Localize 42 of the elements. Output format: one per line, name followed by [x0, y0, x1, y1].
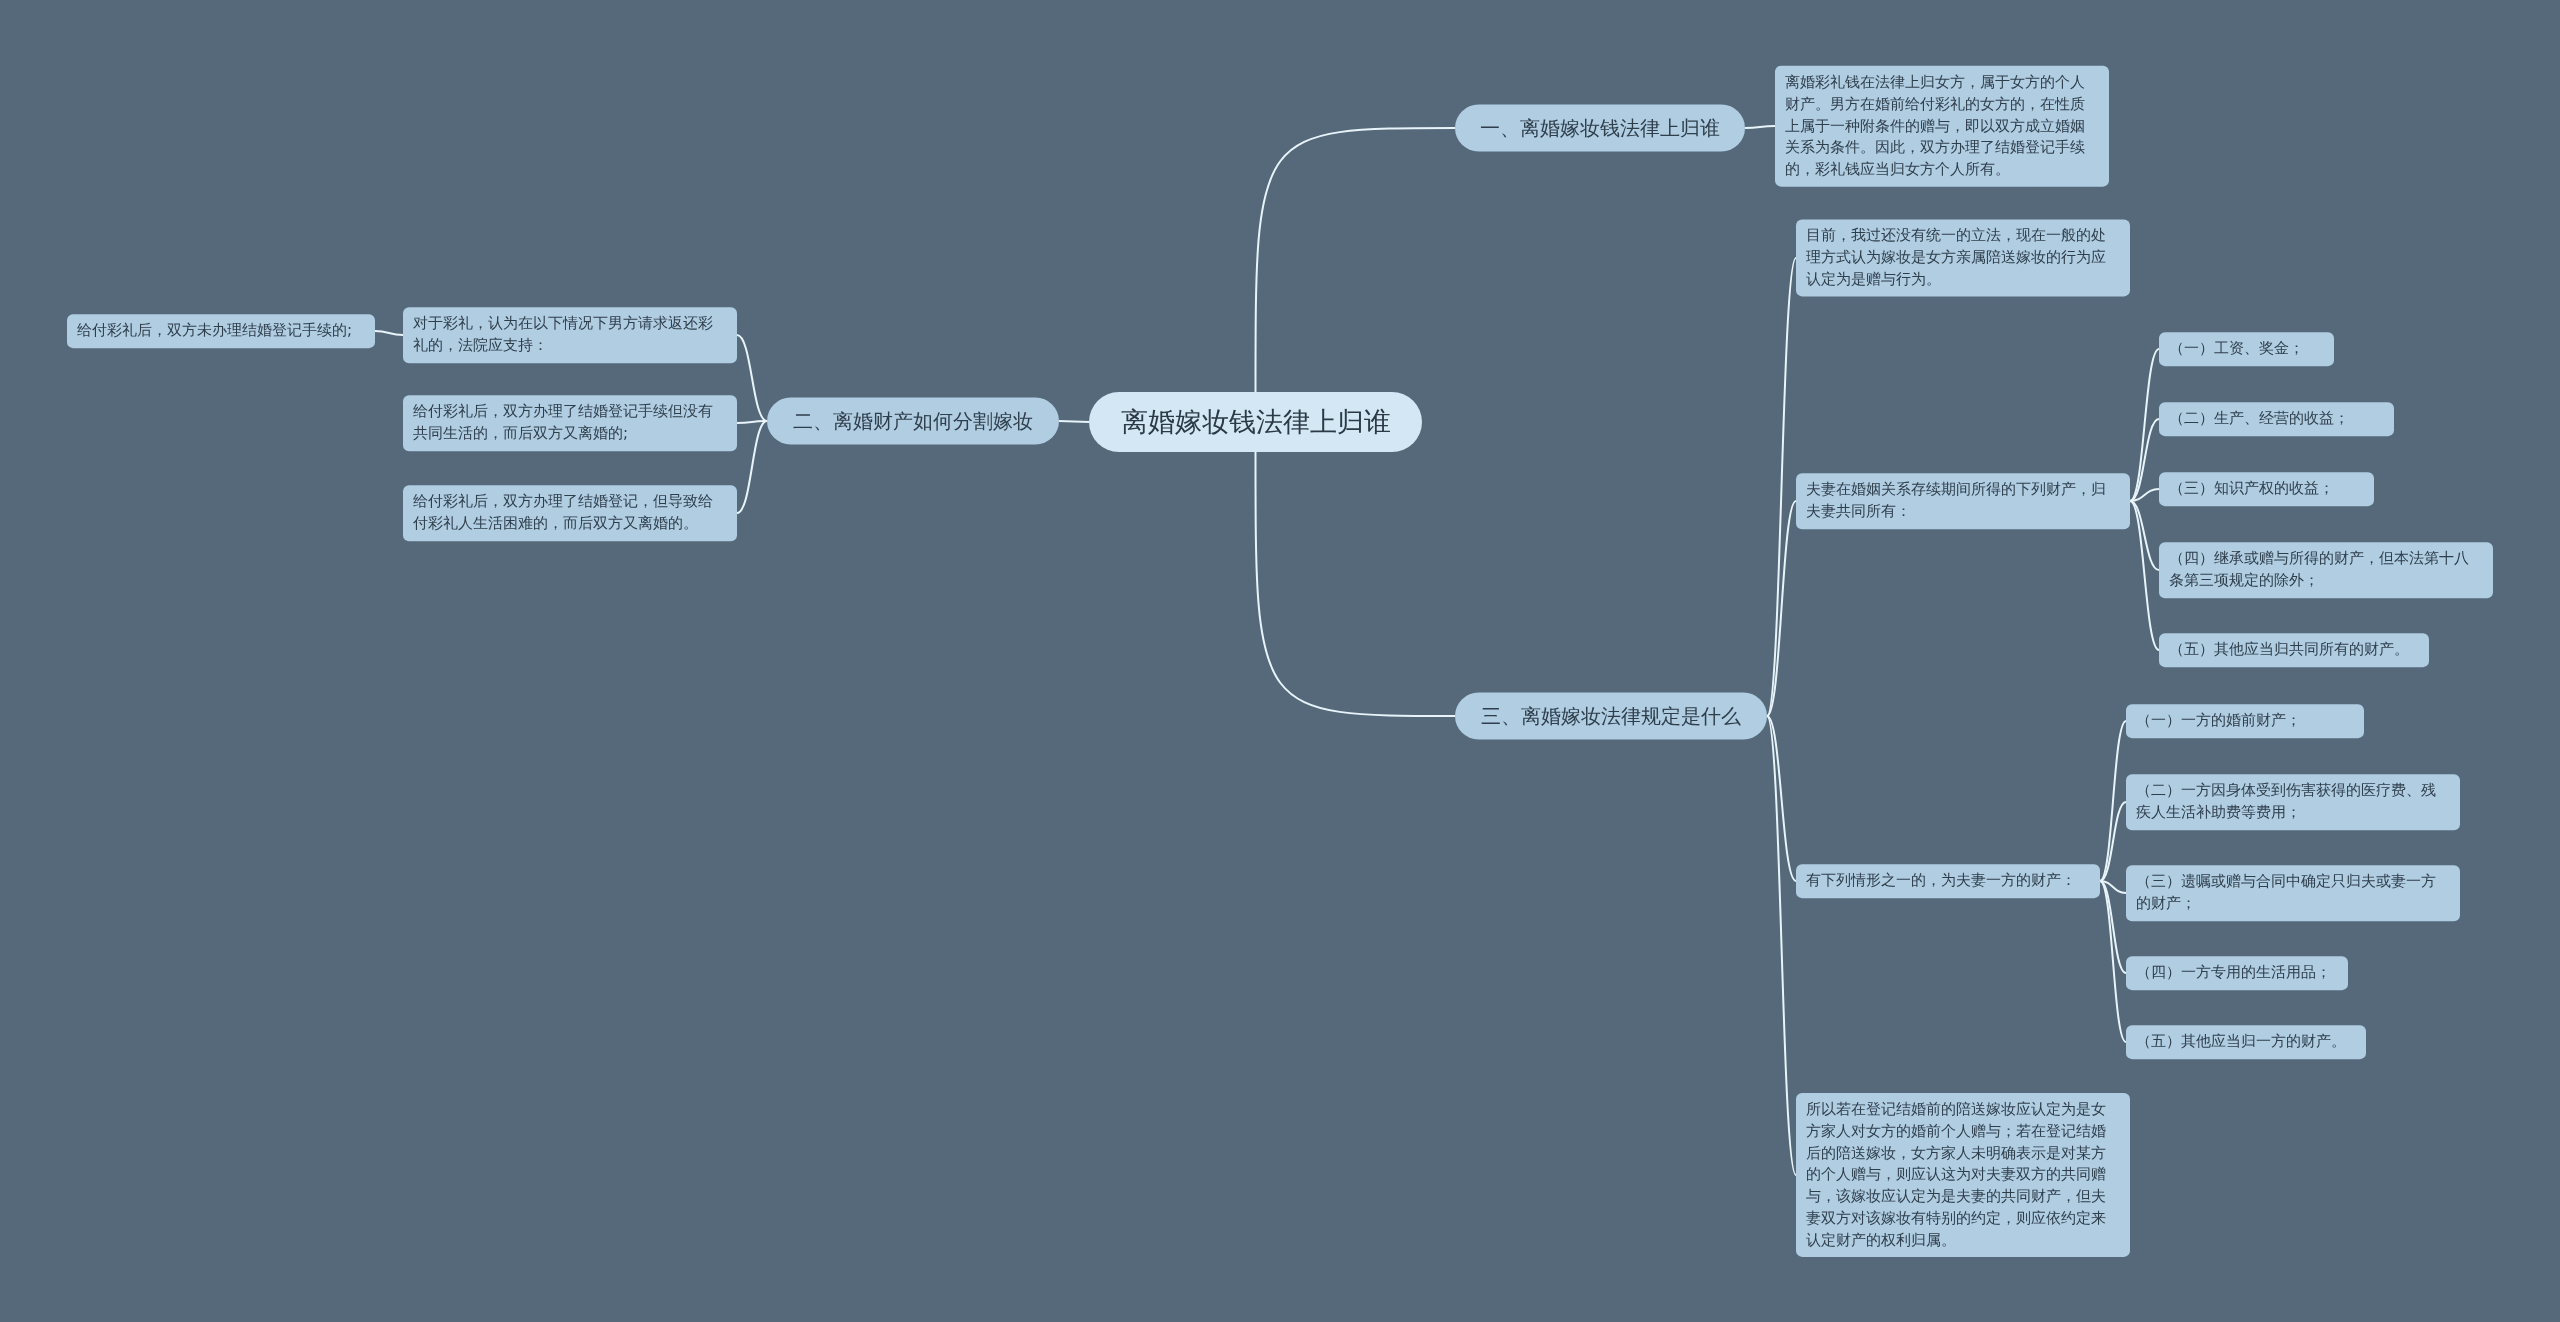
text-card: 夫妻在婚姻关系存续期间所得的下列财产，归夫妻共同所有： — [1796, 473, 2130, 529]
text-card: （一）一方的婚前财产； — [2126, 704, 2364, 738]
connector-line — [1766, 500, 1797, 717]
text-card: 所以若在登记结婚前的陪送嫁妆应认定为是女方家人对女方的婚前个人赠与；若在登记结婚后的陪送嫁妆，女方家人未明确表示是对某方的个人赠与，则应认这为对夫妻双方的共同赠与，该嫁妆应认定为是夫妻的共同财产，但夫妻双方对该嫁妆有特别的约定，则应依约定来认定财产的权利归属。 — [1796, 1092, 2130, 1258]
connector-line — [1254, 127, 1456, 393]
root-topic: 离婚嫁妆钱法律上归谁 — [1089, 392, 1422, 452]
text-card: 对于彩礼，认为在以下情况下男方请求返还彩礼的，法院应支持： — [403, 307, 737, 363]
connector-line — [2129, 500, 2160, 651]
text-card: 离婚彩礼钱在法律上归女方，属于女方的个人财产。男方在婚前给付彩礼的女方的，在性质上属于一种附条件的赠与，即以双方成立婚姻关系为条件。因此，双方办理了结婚登记手续的，彩礼钱应当归女方个人所有。 — [1775, 65, 2109, 187]
connector-line — [736, 334, 768, 422]
text-card: （三）知识产权的收益； — [2159, 472, 2374, 506]
connector-line — [2099, 880, 2127, 974]
text-card: （三）遗嘱或赠与合同中确定只归夫或妻一方的财产； — [2126, 865, 2460, 921]
connector-line — [1058, 420, 1090, 423]
connector-line — [1744, 125, 1776, 129]
connector-line — [1766, 715, 1797, 882]
text-card: 目前，我过还没有统一的立法，现在一般的处理方式认为嫁妆是女方亲属陪送嫁妆的行为应认定为是赠与行为。 — [1796, 219, 2130, 297]
text-card: 有下列情形之一的，为夫妻一方的财产： — [1796, 864, 2100, 898]
connector-line — [2129, 418, 2160, 502]
text-card: （四）继承或赠与所得的财产，但本法第十八条第三项规定的除外； — [2159, 542, 2493, 598]
connector-line — [2099, 880, 2127, 894]
text-card: （五）其他应当归一方的财产。 — [2126, 1025, 2366, 1059]
connector-line — [2099, 880, 2127, 1043]
text-card: （二）一方因身体受到伤害获得的医疗费、残疾人生活补助费等费用； — [2126, 774, 2460, 830]
connector-line — [1766, 257, 1797, 717]
connector-line — [2129, 500, 2160, 571]
branch-topic: 二、离婚财产如何分割嫁妆 — [767, 397, 1059, 445]
text-card: 给付彩礼后，双方办理了结婚登记，但导致给付彩礼人生活困难的，而后双方又离婚的。 — [403, 485, 737, 541]
connector-line — [2099, 801, 2127, 882]
branch-topic: 三、离婚嫁妆法律规定是什么 — [1455, 692, 1767, 740]
text-card: （四）一方专用的生活用品； — [2126, 956, 2348, 990]
text-card: 给付彩礼后，双方未办理结婚登记手续的; — [67, 314, 375, 348]
text-card: （五）其他应当归共同所有的财产。 — [2159, 633, 2429, 667]
branch-topic: 一、离婚嫁妆钱法律上归谁 — [1455, 104, 1745, 152]
connector-line — [1766, 715, 1797, 1176]
connector-line — [736, 420, 768, 514]
connector-line — [374, 330, 404, 336]
text-card: 给付彩礼后，双方办理了结婚登记手续但没有共同生活的，而后双方又离婚的; — [403, 395, 737, 451]
text-card: （一）工资、奖金； — [2159, 332, 2334, 366]
connector-line — [1254, 451, 1456, 717]
connector-line — [2129, 348, 2160, 502]
text-card: （二）生产、经营的收益； — [2159, 402, 2394, 436]
